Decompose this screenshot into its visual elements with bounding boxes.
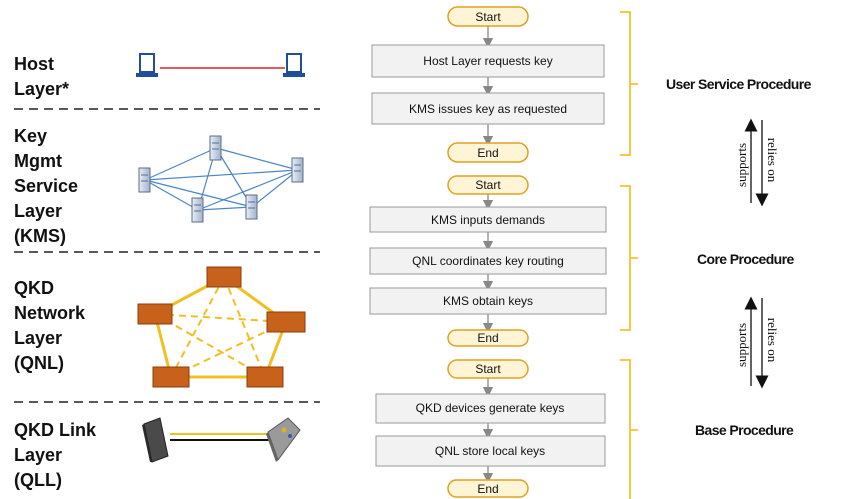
server-icon <box>245 194 258 220</box>
start-terminal <box>447 175 529 195</box>
procedure-label-base: Base Procedure <box>695 422 794 438</box>
relies-on-label: relies on <box>765 137 780 183</box>
end-terminal <box>447 142 529 163</box>
server-icon <box>291 157 304 183</box>
qkd-node-icon <box>206 266 242 288</box>
end-terminal-label: End <box>477 482 498 496</box>
bracket-core <box>620 185 638 331</box>
qnl-layer-graphic <box>137 266 306 388</box>
procedure-label-core: Core Procedure <box>697 251 794 267</box>
process-step-label: KMS inputs demands <box>431 213 545 227</box>
qll-layer-graphic <box>142 417 301 463</box>
process-step <box>371 92 605 125</box>
end-terminal <box>447 329 529 347</box>
start-terminal <box>447 359 529 379</box>
process-step-label: KMS issues key as requested <box>409 102 567 116</box>
qkd-node-icon <box>137 303 173 325</box>
layer-label-host: Host Layer* <box>14 54 70 99</box>
host-layer-graphic <box>136 53 305 77</box>
procedure-label-user-service: User Service Procedure <box>666 76 811 92</box>
process-step <box>369 287 607 315</box>
start-terminal-label: Start <box>475 10 501 24</box>
end-terminal <box>447 479 529 498</box>
qkd-node-icon <box>246 366 284 388</box>
process-step-label: QNL coordinates key routing <box>412 254 564 268</box>
end-terminal-label: End <box>477 331 498 345</box>
qkd-node-icon <box>266 311 306 333</box>
process-step-label: KMS obtain keys <box>443 294 533 308</box>
server-icon <box>191 197 204 223</box>
end-terminal-label: End <box>477 146 498 160</box>
bracket-base <box>620 359 638 499</box>
process-step-label: Host Layer requests key <box>423 54 552 68</box>
start-terminal <box>447 6 529 27</box>
relies-on-label: relies on <box>765 317 780 363</box>
process-step-label: QNL store local keys <box>435 444 545 458</box>
server-icon <box>138 167 151 193</box>
layer-label-kms: Key Mgmt Service Layer (KMS) <box>14 126 79 246</box>
bracket-user-service <box>620 11 638 156</box>
layer-label-qnl: QKD Network Layer (QNL) <box>14 278 86 373</box>
process-step <box>375 435 606 467</box>
supports-label: supports <box>734 322 749 368</box>
process-step-label: QKD devices generate keys <box>416 401 565 415</box>
process-step <box>369 247 607 275</box>
qkd-device-icon <box>266 417 301 462</box>
laptop-icon <box>136 53 158 77</box>
qkd-device-icon <box>142 417 169 463</box>
supports-label: supports <box>734 142 749 188</box>
start-terminal-label: Start <box>475 178 501 192</box>
process-step <box>375 393 606 424</box>
process-step <box>369 206 607 233</box>
qkd-node-icon <box>152 366 190 388</box>
process-step <box>371 44 605 78</box>
server-icon <box>209 135 222 161</box>
layer-label-qll: QKD Link Layer (QLL) <box>14 420 97 490</box>
start-terminal-label: Start <box>475 362 501 376</box>
laptop-icon <box>283 53 305 77</box>
